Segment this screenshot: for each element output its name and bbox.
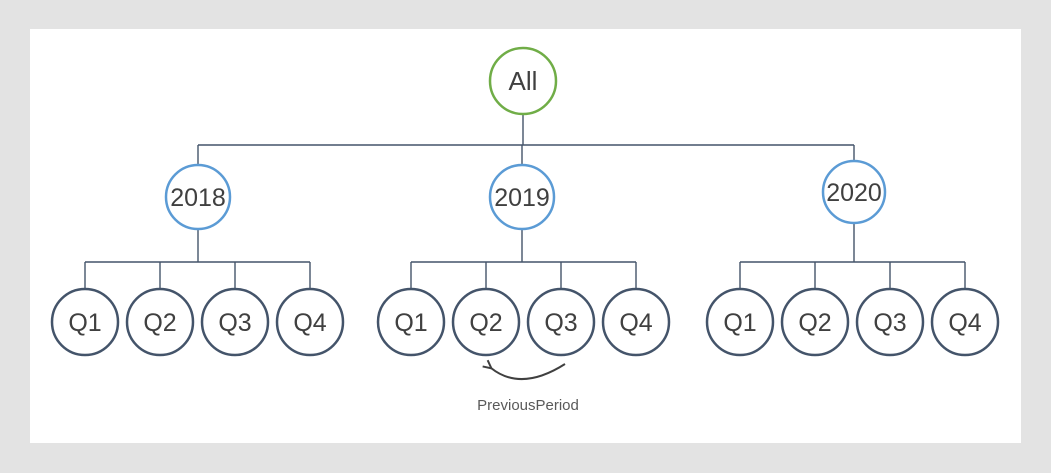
previous-period-label: PreviousPeriod (477, 397, 579, 414)
previous-period-annotation: PreviousPeriod (477, 364, 579, 414)
year-node-circle (488, 163, 556, 231)
node-year-2019: 2019 (488, 163, 556, 231)
quarter-node-circle (855, 287, 925, 357)
year-node-label: 2019 (494, 184, 550, 212)
quarter-nodes-2018: Q1 Q2 Q3 Q4 (50, 287, 345, 357)
quarter-node-label: Q2 (798, 309, 831, 337)
node-all: All (488, 46, 558, 116)
quarter-node-label: Q1 (394, 309, 427, 337)
quarter-node-label: Q4 (619, 309, 652, 337)
quarter-node-label: Q3 (218, 309, 251, 337)
quarter-node-circle (526, 287, 596, 357)
all-node-label: All (509, 66, 538, 96)
quarter-nodes-2019: Q1 Q2 Q3 Q4 (376, 287, 671, 357)
quarter-node-label: Q3 (544, 309, 577, 337)
quarter-nodes-2020: Q1 Q2 Q3 Q4 (705, 287, 1000, 357)
quarter-node-circle (705, 287, 775, 357)
year-node-circle (164, 163, 232, 231)
quarter-node-circle (780, 287, 850, 357)
year-node-label: 2020 (826, 179, 882, 207)
quarter-node-label: Q1 (68, 309, 101, 337)
quarter-node-circle (125, 287, 195, 357)
node-year-2020: 2020 (821, 159, 887, 225)
quarter-node-circle (200, 287, 270, 357)
quarter-node-label: Q3 (873, 309, 906, 337)
quarter-node-circle (376, 287, 446, 357)
tree-nodes: All 2018 2019 2020 Q1 Q2 Q3 Q4 Q1 (50, 46, 1000, 357)
connector-lines (84, 114, 966, 289)
year-node-circle (821, 159, 887, 225)
quarter-node-circle (451, 287, 521, 357)
quarter-node-label: Q4 (293, 309, 326, 337)
quarter-node-label: Q2 (143, 309, 176, 337)
quarter-node-label: Q4 (948, 309, 981, 337)
quarter-node-circle (930, 287, 1000, 357)
previous-period-arrow-icon (491, 364, 566, 380)
node-year-2018: 2018 (164, 163, 232, 231)
quarter-node-label: Q1 (723, 309, 756, 337)
all-node-circle (488, 46, 558, 116)
quarter-node-label: Q2 (469, 309, 502, 337)
quarter-node-circle (50, 287, 120, 357)
year-node-label: 2018 (170, 184, 226, 212)
quarter-node-circle (601, 287, 671, 357)
quarter-node-circle (275, 287, 345, 357)
